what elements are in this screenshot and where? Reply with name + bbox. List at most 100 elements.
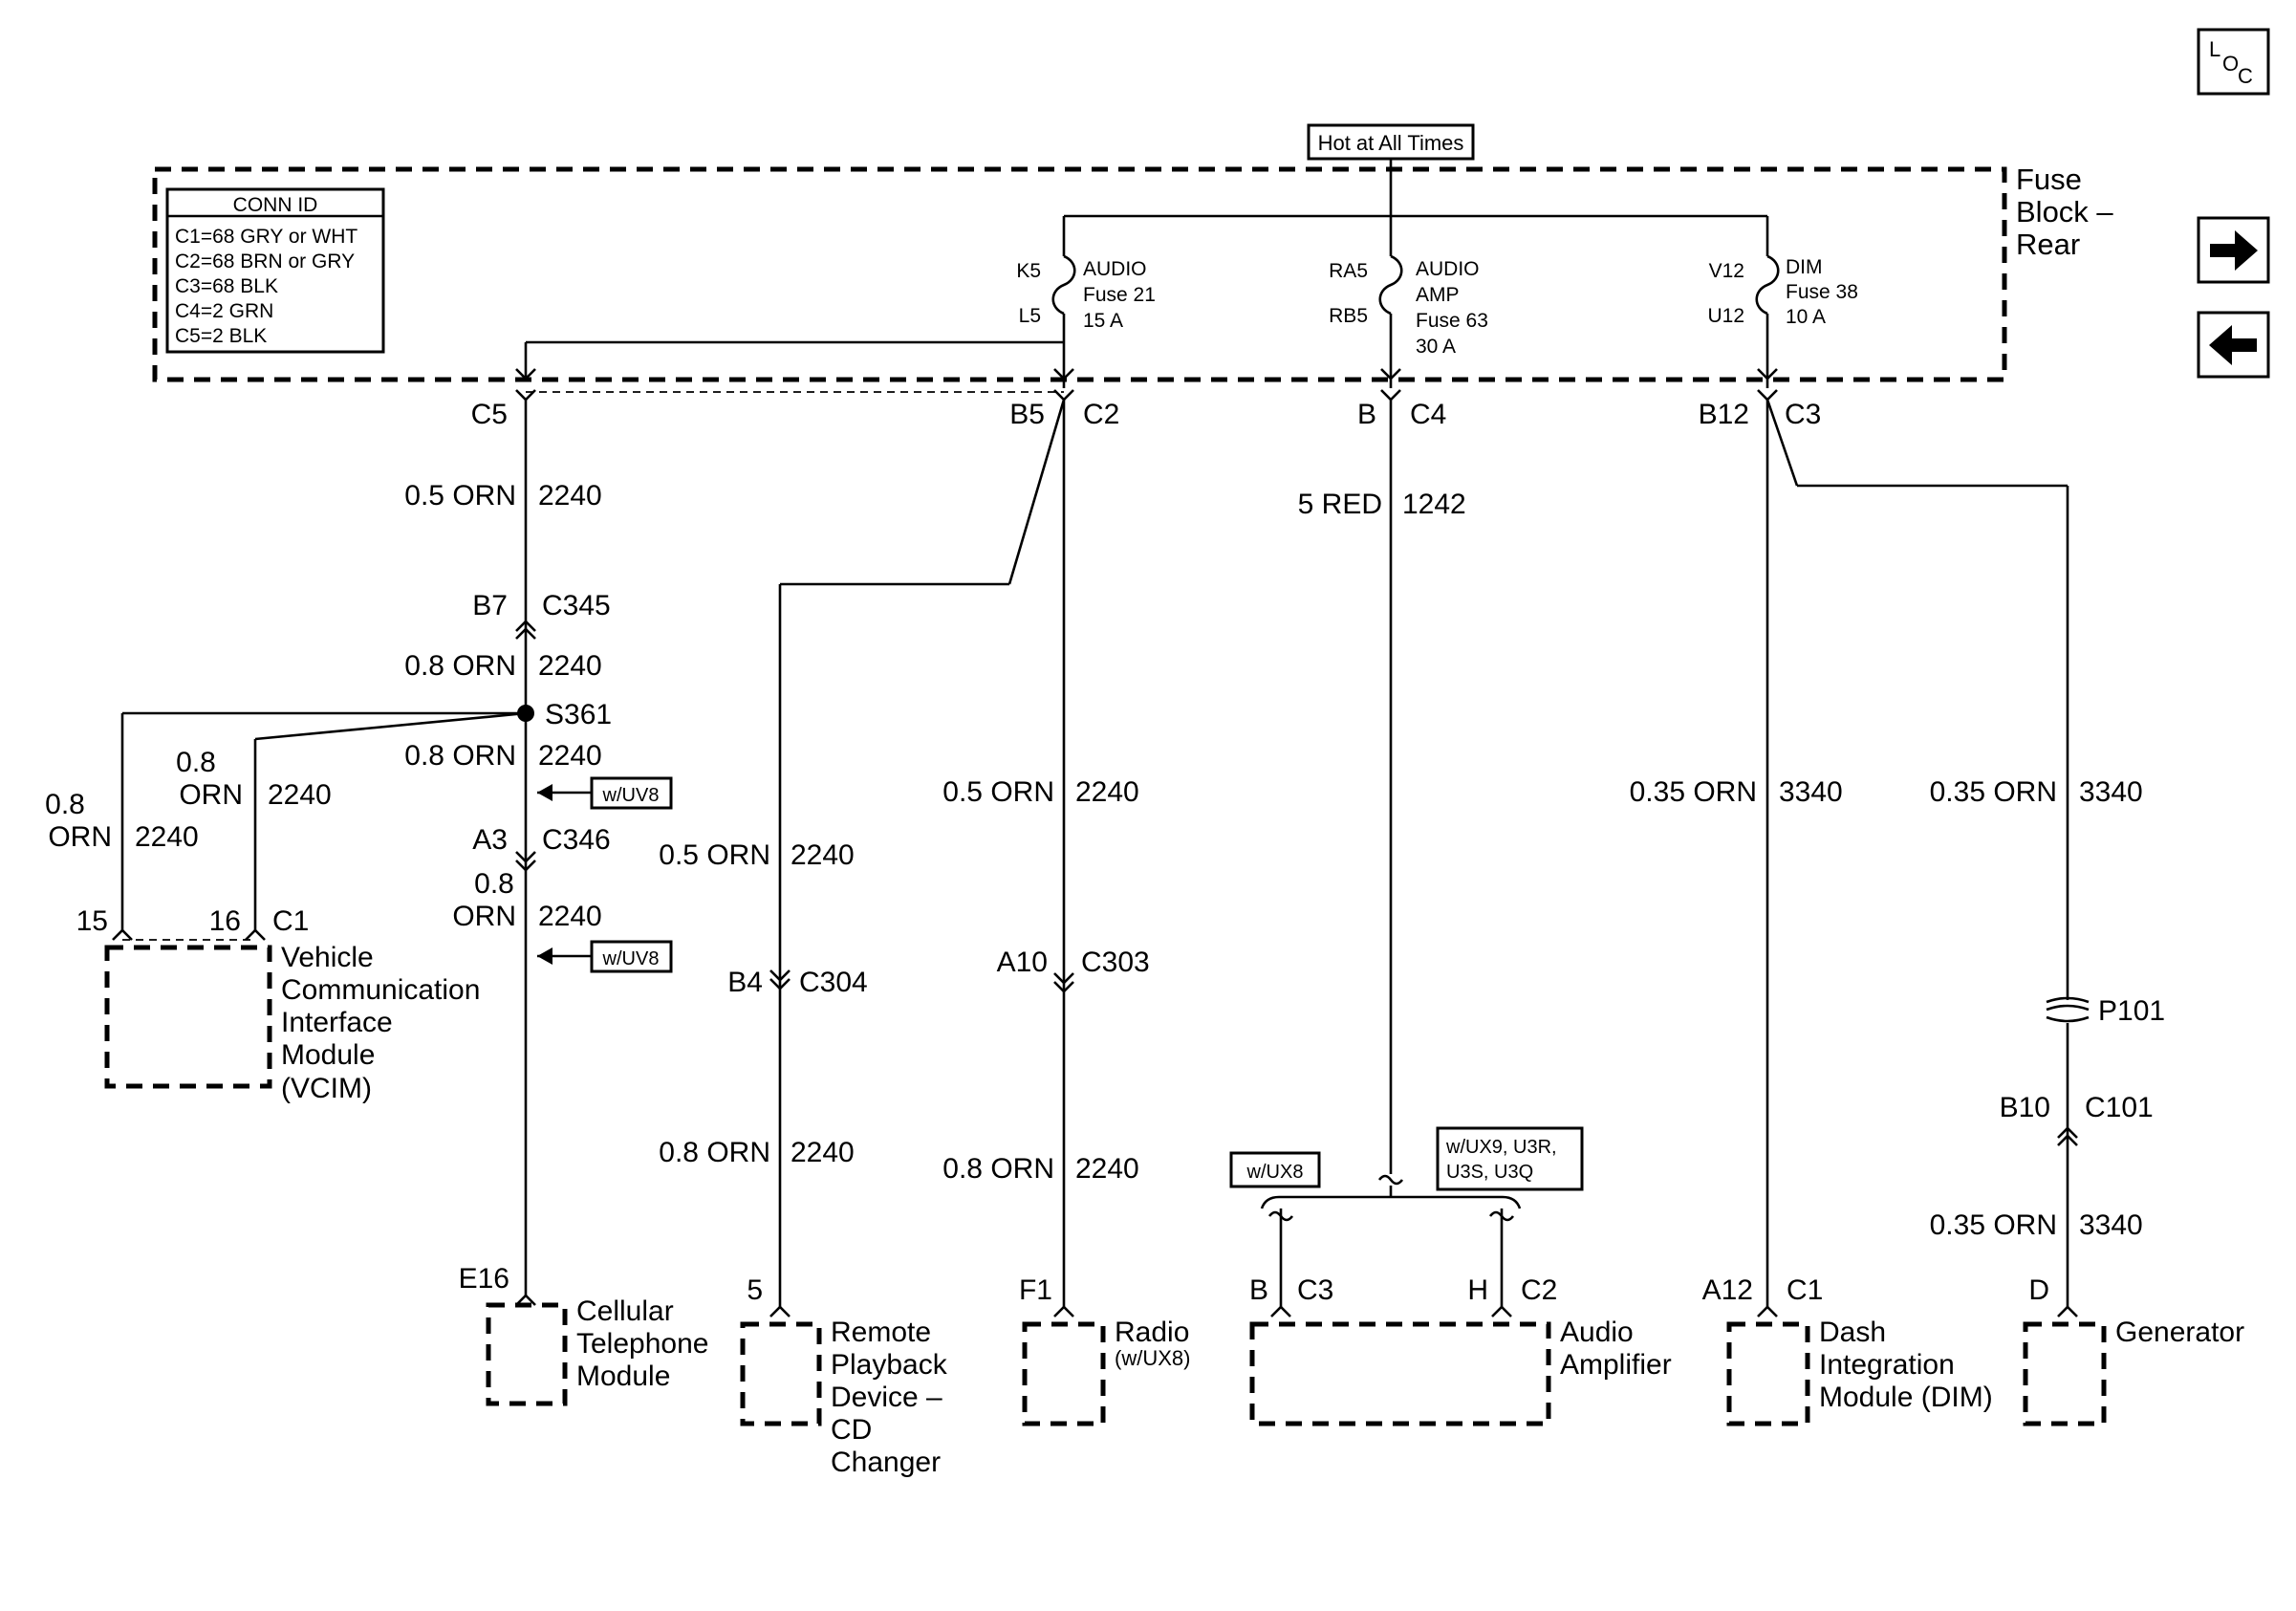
wire-size: 0.35 ORN [1930, 776, 2057, 808]
vcim-pin-16: 16 [209, 905, 241, 937]
wire-circuit: 1242 [1402, 489, 1466, 520]
wire-size-2: ORN [48, 821, 112, 853]
dim-label: Dash [1819, 1317, 1886, 1348]
circuit-c3: 0.35 ORN 3340 A12 C1 0.35 ORN 3340 P101 … [1630, 399, 2165, 1317]
fuse-38-pin-out: U12 [1707, 305, 1744, 327]
rpd-label: Remote [831, 1317, 931, 1348]
fuse-63-pin-out: RB5 [1329, 305, 1368, 327]
gen-pin: D [2028, 1274, 2049, 1306]
c4-pin: B [1357, 399, 1376, 430]
wire-size: 0.5 ORN [942, 776, 1054, 808]
c101-id: C101 [2085, 1092, 2154, 1123]
fuse-63-number: Fuse 63 [1416, 310, 1488, 332]
radio-label: Radio [1115, 1317, 1189, 1348]
wire-circuit: 2240 [538, 480, 602, 512]
wire-size: 0.35 ORN [1630, 776, 1757, 808]
module-audio-amplifier: Audio Amplifier [1249, 1317, 1672, 1426]
vcim-label: (VCIM) [281, 1073, 372, 1104]
circuit-c5: 0.5 ORN 2240 B7 C345 0.8 ORN 2240 S361 0… [45, 400, 673, 1306]
dim-pin: A12 [1702, 1274, 1753, 1306]
c5-id: C5 [471, 399, 508, 430]
fuse-63-name-2: AMP [1416, 284, 1460, 306]
option-ux9-line1: w/UX9, U3R, [1445, 1137, 1557, 1158]
hot-at-all-times-box [1307, 123, 1475, 161]
wire-circuit: 2240 [538, 901, 602, 932]
radio-note: (w/UX8) [1115, 1346, 1190, 1370]
wire-circuit: 3340 [2079, 776, 2143, 808]
fuse-38-pin-in: V12 [1709, 260, 1744, 282]
module-cellular-telephone: Cellular Telephone Module [486, 1295, 708, 1406]
fuse-block-label-1: Fuse [2016, 163, 2082, 196]
vcim-label: Communication [281, 974, 480, 1006]
fuse-63-pin-in: RA5 [1329, 260, 1368, 282]
wire-circuit: 2240 [135, 821, 199, 853]
connector-c5: C5 [471, 389, 536, 430]
wire-size: 0.8 ORN [942, 1153, 1054, 1185]
wire-size-2: ORN [452, 901, 516, 932]
conn-id-line: C4=2 GRN [175, 300, 273, 322]
fuse-21-rating: 15 A [1083, 310, 1123, 332]
option-uv8: w/UV8 [602, 948, 660, 969]
wire-size-1: 0.8 [474, 868, 514, 900]
rpd-label: Playback [831, 1349, 948, 1381]
option-ux9-line2: U3S, U3Q [1446, 1162, 1533, 1183]
radio-pin: F1 [1019, 1274, 1052, 1306]
rpd-label: Changer [831, 1447, 941, 1478]
loc-o: O [2222, 52, 2239, 76]
vcim-pin-15: 15 [76, 905, 108, 937]
fuse-21-number: Fuse 21 [1083, 284, 1156, 306]
previous-page-button[interactable] [2197, 311, 2270, 379]
c304-pin: B4 [727, 967, 763, 998]
rpd-label: Device – [831, 1382, 942, 1413]
wire-circuit: 2240 [791, 1137, 855, 1168]
wire-circuit: 3340 [2079, 1209, 2143, 1241]
conn-id-line: C5=2 BLK [175, 325, 267, 347]
option-uv8: w/UV8 [602, 785, 660, 806]
splice-label: S361 [545, 699, 612, 730]
fuse-38-number: Fuse 38 [1786, 281, 1858, 303]
wire-circuit: 2240 [268, 779, 332, 811]
dim-label: Module (DIM) [1819, 1382, 1993, 1413]
wire-size-2: ORN [179, 779, 243, 811]
fuse-63-name: AUDIO [1416, 258, 1480, 280]
fuse-38-name: DIM [1786, 256, 1823, 278]
next-page-button[interactable] [2197, 216, 2270, 284]
connector-c2: B5 C2 [1009, 389, 1119, 430]
c4-id: C4 [1410, 399, 1446, 430]
wire-size: 0.5 ORN [659, 839, 770, 871]
cell-label: Cellular [576, 1295, 674, 1327]
conn-id-table: CONN ID C1=68 GRY or WHT C2=68 BRN or GR… [165, 187, 385, 354]
c2-pin: B5 [1009, 399, 1045, 430]
fuse-block-label-2: Block – [2016, 195, 2113, 229]
fuse-63: RA5 RB5 AUDIO AMP Fuse 63 30 A [1329, 254, 1488, 358]
fuse-21-name: AUDIO [1083, 258, 1147, 280]
cell-label: Module [576, 1361, 670, 1392]
wire-size: 0.5 ORN [404, 480, 516, 512]
circuit-c2: 0.5 ORN 2240 B4 C304 0.8 ORN 2240 5 0.5 … [659, 399, 1150, 1317]
amp-c3-pin: B [1249, 1274, 1268, 1306]
wire-size: 0.35 ORN [1930, 1209, 2057, 1241]
c3-id: C3 [1785, 399, 1821, 430]
wire-size: 5 RED [1298, 489, 1382, 520]
c345-id: C345 [542, 590, 611, 621]
wire-size: 0.8 ORN [404, 740, 516, 772]
c2-id: C2 [1083, 399, 1119, 430]
connector-c4: B C4 [1357, 389, 1446, 430]
fuse-outputs [515, 314, 1778, 388]
vcim-connector-id: C1 [272, 905, 309, 937]
c101-pin: B10 [2000, 1092, 2050, 1123]
rpd-label: CD [831, 1414, 872, 1446]
fuse-63-rating: 30 A [1416, 336, 1456, 358]
fuse-21: K5 L5 AUDIO Fuse 21 15 A [1016, 254, 1156, 332]
option-ux8-box [1229, 1151, 1321, 1188]
loc-c: C [2238, 64, 2253, 88]
arrow-right-icon [2210, 230, 2258, 271]
amp-c2-pin: H [1467, 1274, 1488, 1306]
module-vcim: Vehicle Communication Interface Module (… [104, 942, 480, 1104]
loc-l: L [2209, 37, 2220, 61]
wire-size: 0.8 ORN [659, 1137, 770, 1168]
wire-circuit: 2240 [538, 650, 602, 682]
location-button[interactable]: L O C [2197, 28, 2270, 96]
pass-through-p101 [2046, 996, 2090, 1023]
